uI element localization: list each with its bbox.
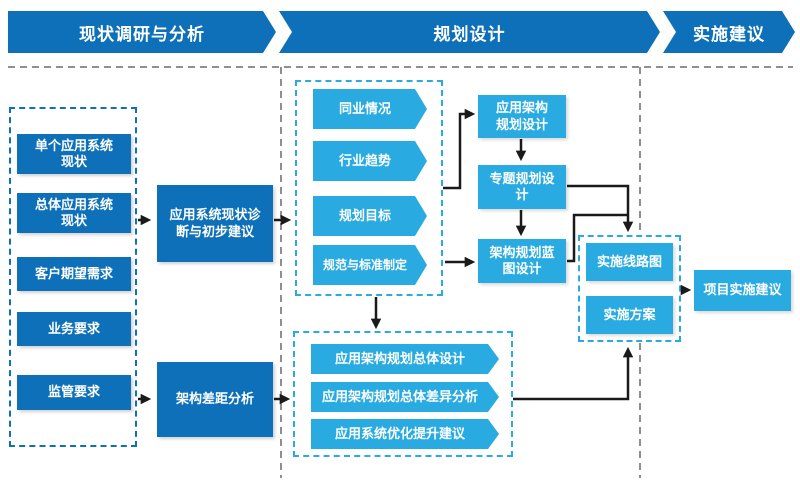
input-box-customer-expectation: 客户期望需求	[17, 257, 131, 291]
design-box-app-architecture: 应用架构 规划设计	[478, 95, 566, 138]
impl-box-roadmap: 实施线路图	[586, 243, 673, 281]
input-box-overall-app-status: 总体应用系统 现状	[17, 193, 131, 233]
input-box-business-requirements: 业务要求	[17, 312, 131, 346]
input-box-regulatory-requirements: 监管要求	[17, 375, 131, 410]
design-box-blueprint: 架构规划蓝 图设计	[478, 239, 566, 283]
gap-analysis-box: 架构差距分析	[157, 362, 273, 437]
phase-arrow-planning: 规划设计	[279, 11, 660, 53]
diagnosis-box: 应用系统现状诊 断与初步建议	[157, 185, 273, 262]
input-box-single-app-status: 单个应用系统 现状	[17, 134, 131, 174]
overall-chevron-difference-analysis: 应用架构规划总体差异分析	[311, 382, 499, 412]
arrow-special-topic-to-implementation	[567, 184, 634, 233]
research-chevron-industry-trend: 行业趋势	[313, 141, 427, 181]
arrow-overall-group-to-implementation	[513, 346, 634, 401]
design-box-special-topic: 专题规划设 计	[478, 165, 566, 209]
overall-chevron-total-design: 应用架构规划总体设计	[311, 344, 499, 374]
final-box-project-implementation-suggestion: 项目实施建议	[694, 270, 791, 311]
research-chevron-planning-goal: 规划目标	[313, 196, 427, 236]
research-chevron-peer-situation: 同业情况	[313, 89, 427, 129]
research-chevron-standards: 规范与标准制定	[313, 245, 427, 285]
arrow-research-to-app-architecture	[443, 108, 476, 190]
phase-arrow-implementation: 实施建议	[663, 11, 795, 53]
overall-chevron-optimization-suggestion: 应用系统优化提升建议	[311, 419, 499, 449]
phase-arrow-research: 现状调研与分析	[8, 11, 276, 53]
impl-box-plan: 实施方案	[586, 296, 673, 334]
